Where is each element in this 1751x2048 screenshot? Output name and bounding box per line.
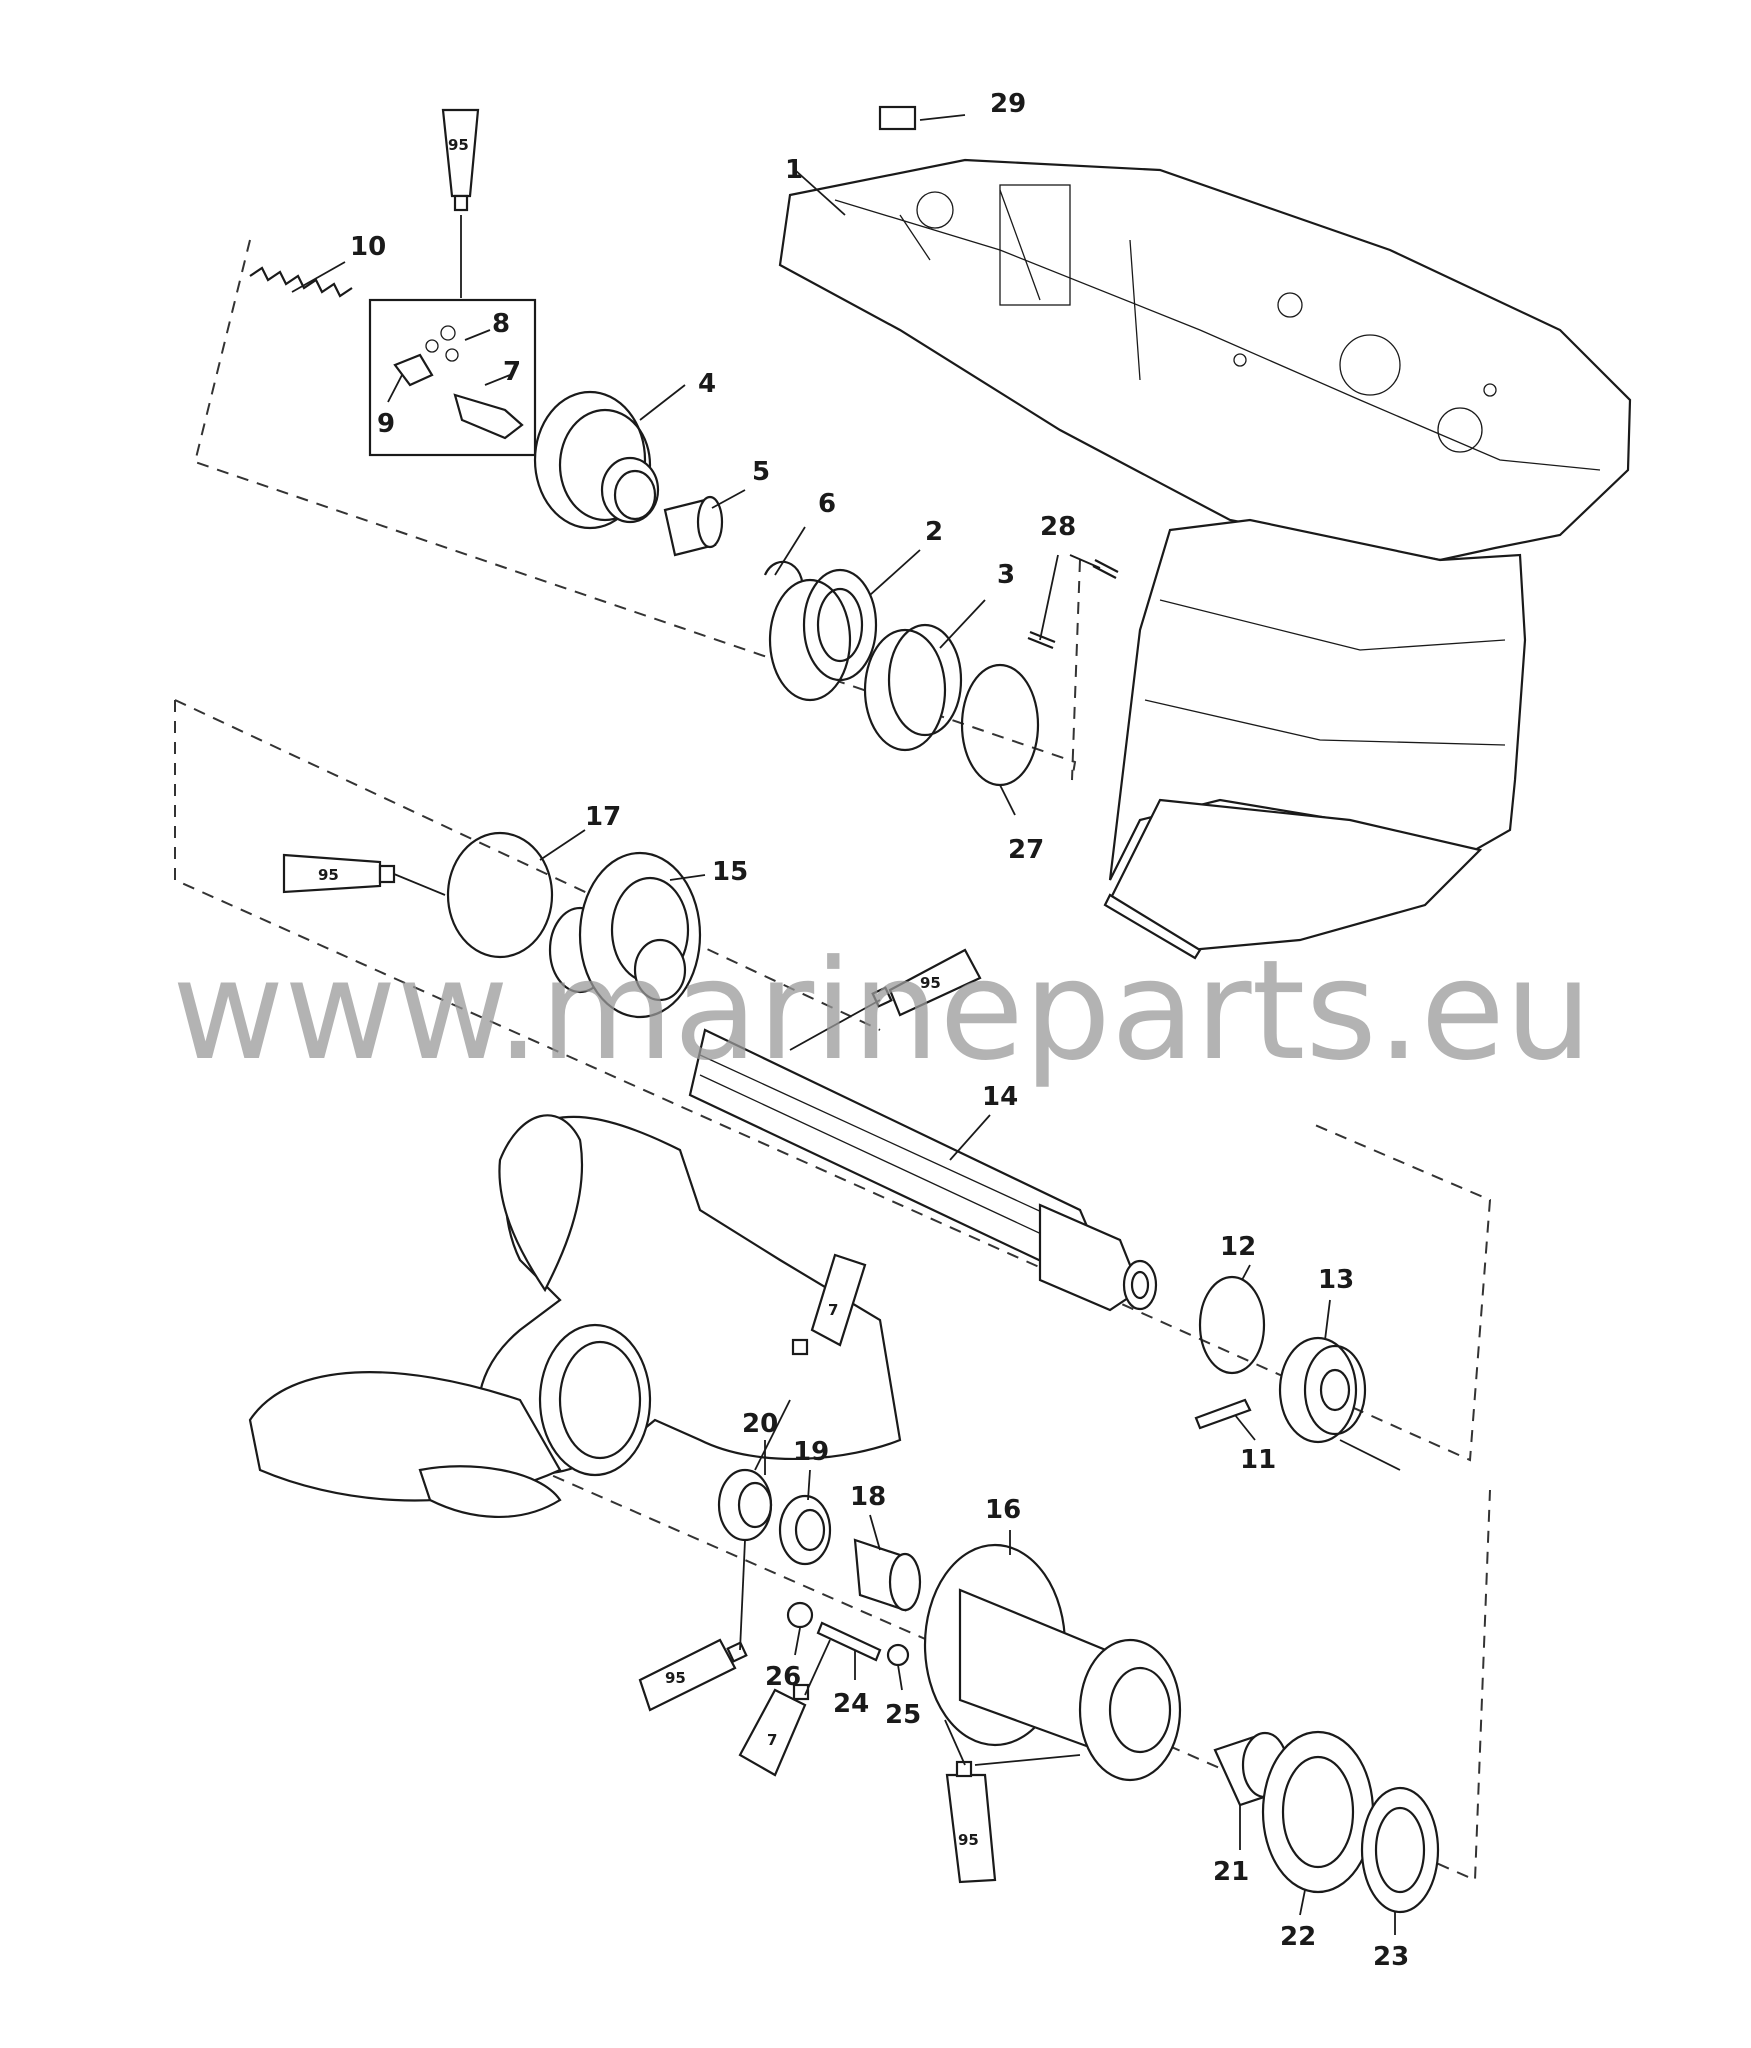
label-27: 27 bbox=[1008, 835, 1044, 865]
label-9: 9 bbox=[377, 409, 395, 439]
label-28: 28 bbox=[1040, 512, 1076, 542]
o-ring-12 bbox=[1198, 1275, 1266, 1375]
bushing-18 bbox=[853, 1538, 922, 1612]
thrust-washer-22 bbox=[1261, 1730, 1375, 1894]
svg-text:7: 7 bbox=[828, 1301, 838, 1319]
svg-text:95: 95 bbox=[920, 974, 941, 992]
label-3: 3 bbox=[997, 560, 1015, 590]
svg-text:95: 95 bbox=[448, 136, 469, 154]
label-10: 10 bbox=[350, 232, 386, 262]
tube-7-b: 7 bbox=[738, 1683, 810, 1777]
label-16: 16 bbox=[985, 1495, 1021, 1525]
svg-text:7: 7 bbox=[767, 1731, 777, 1749]
washer-25 bbox=[886, 1643, 910, 1667]
bearing-carrier-4 bbox=[533, 390, 660, 530]
svg-text:95: 95 bbox=[318, 866, 339, 884]
label-15: 15 bbox=[712, 857, 748, 887]
assembly-boundary-lower bbox=[174, 699, 1492, 1882]
label-2: 2 bbox=[925, 517, 943, 547]
pins-28 bbox=[1027, 559, 1119, 650]
spring-10 bbox=[249, 266, 353, 298]
seal-19 bbox=[778, 1494, 832, 1566]
label-6: 6 bbox=[818, 489, 836, 519]
label-4: 4 bbox=[698, 369, 716, 399]
svg-text:95: 95 bbox=[958, 1831, 979, 1849]
tapered-bearing-2 bbox=[768, 568, 878, 702]
decal-29 bbox=[878, 105, 917, 131]
label-12: 12 bbox=[1220, 1232, 1256, 1262]
label-8: 8 bbox=[492, 309, 510, 339]
pin-11 bbox=[1194, 1398, 1252, 1430]
label-24: 24 bbox=[833, 1689, 869, 1719]
bearing-cup-3 bbox=[863, 623, 963, 752]
clutch-13 bbox=[1278, 1336, 1367, 1444]
label-29: 29 bbox=[990, 89, 1026, 119]
leader-lines bbox=[291, 114, 1401, 1935]
part-labels: 1 2 3 4 5 6 7 8 9 10 11 12 13 14 15 16 1… bbox=[350, 89, 1409, 1972]
o-ring-17 bbox=[446, 831, 554, 959]
o-ring-27 bbox=[960, 663, 1040, 787]
assembly-boundary-upper bbox=[193, 239, 1081, 781]
washer-20 bbox=[717, 1468, 773, 1542]
label-18: 18 bbox=[850, 1482, 886, 1512]
label-19: 19 bbox=[793, 1437, 829, 1467]
tube-95-e: 95 bbox=[945, 1760, 997, 1884]
tube-95-a: 95 bbox=[441, 108, 480, 212]
label-7: 7 bbox=[503, 357, 521, 387]
shift-parts-box bbox=[368, 298, 537, 457]
tube-7-a: 7 bbox=[791, 1253, 867, 1356]
label-11: 11 bbox=[1240, 1445, 1276, 1475]
label-22: 22 bbox=[1280, 1922, 1316, 1952]
gear-housing bbox=[778, 158, 1632, 960]
svg-text:95: 95 bbox=[665, 1669, 686, 1687]
label-5: 5 bbox=[752, 457, 770, 487]
watermark-text: www.marineparts.eu bbox=[172, 930, 1592, 1091]
bearing-carrier-16 bbox=[923, 1543, 1182, 1782]
label-26: 26 bbox=[765, 1662, 801, 1692]
propeller-shaft-14 bbox=[688, 1028, 1158, 1312]
tube-95-b: 95 bbox=[282, 853, 396, 894]
label-25: 25 bbox=[885, 1700, 921, 1730]
tube-95-d: 95 bbox=[638, 1638, 748, 1712]
label-1: 1 bbox=[785, 155, 803, 185]
reverse-gear-15 bbox=[548, 851, 702, 1019]
stud-24 bbox=[816, 1621, 882, 1662]
thrust-bearing-23 bbox=[1360, 1786, 1440, 1914]
needle-bearing-5 bbox=[663, 495, 724, 557]
label-14: 14 bbox=[982, 1082, 1018, 1112]
label-23: 23 bbox=[1373, 1942, 1409, 1972]
label-17: 17 bbox=[585, 802, 621, 832]
label-21: 21 bbox=[1213, 1857, 1249, 1887]
label-13: 13 bbox=[1318, 1265, 1354, 1295]
label-20: 20 bbox=[742, 1409, 778, 1439]
propeller bbox=[248, 1114, 902, 1518]
nut-26 bbox=[786, 1601, 814, 1629]
